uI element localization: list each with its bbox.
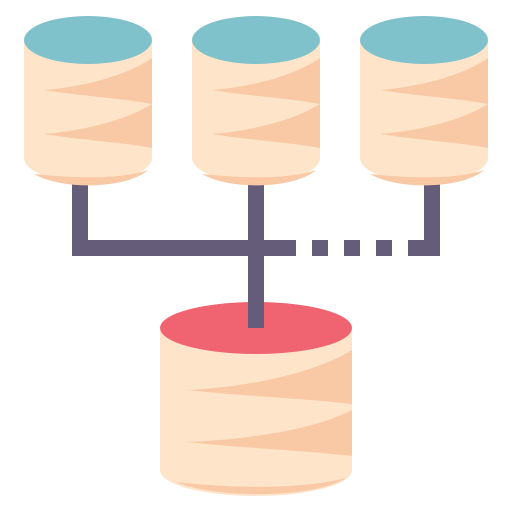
database-stripe [370,170,484,186]
connector-dot-2 [344,240,360,256]
database-stripe [202,170,316,186]
database-stripe [212,104,320,148]
connector-horizontal [72,240,296,256]
database-source-3-icon [360,16,488,186]
database-stripe [380,58,488,104]
connector-dot-3 [376,240,392,256]
database-stripe [44,104,152,148]
database-source-2-icon [192,16,320,186]
connector-middle-overlay [248,300,264,328]
connector-dot-1 [312,240,328,256]
database-stripe [188,350,352,404]
database-top [192,16,320,64]
database-stripe [380,104,488,148]
database-stripe [44,58,152,104]
database-stripe [188,410,352,456]
database-stripe [176,478,346,495]
database-top [24,16,152,64]
database-top [360,16,488,64]
database-body [160,328,352,496]
connector-left-drop [72,178,88,256]
connector-right-drop [424,178,440,256]
database-source-1-icon [24,16,152,186]
database-target-icon [160,300,352,496]
database-stripe [34,170,148,186]
connector-lines [72,178,440,328]
database-stripe [212,58,320,104]
